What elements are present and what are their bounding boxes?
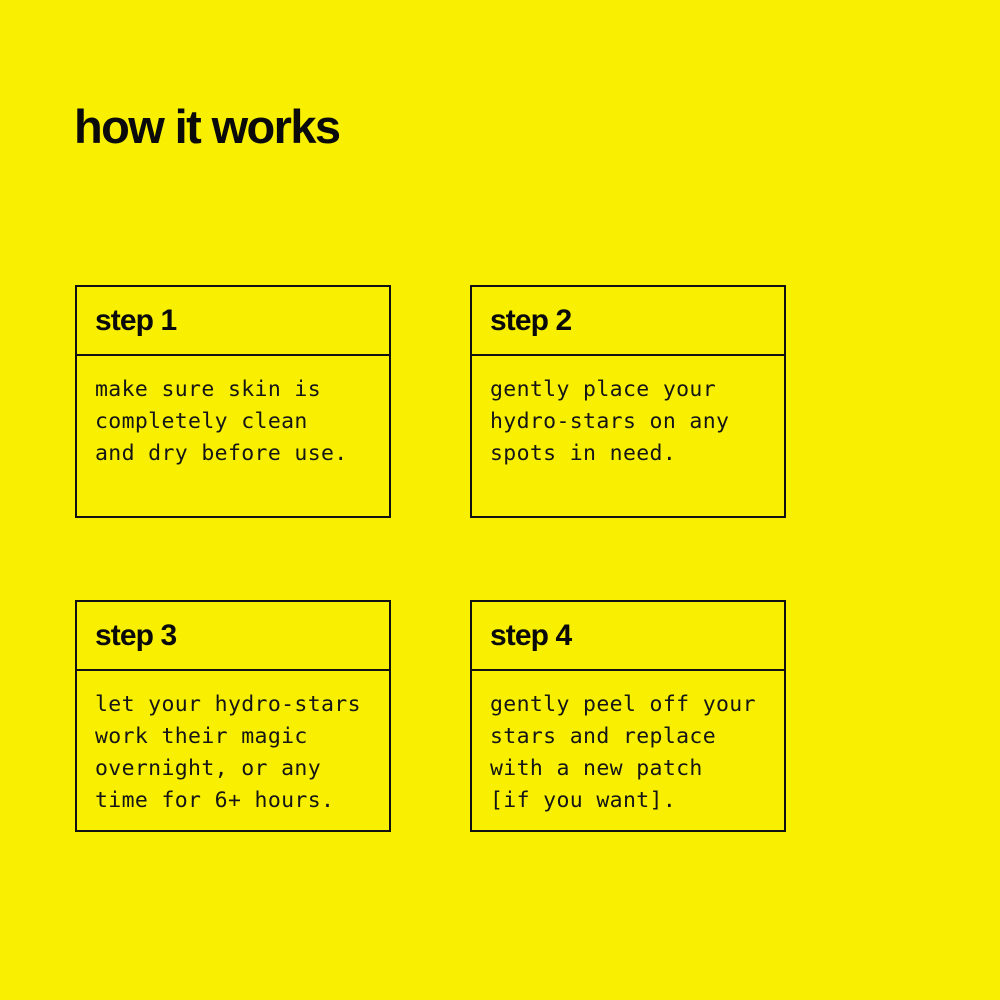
step-card-body-2: gently place your hydro-stars on any spo… — [472, 356, 784, 516]
step-card-text-2: gently place your hydro-stars on any spo… — [490, 377, 730, 466]
step-card-header-1: step 1 — [77, 287, 389, 356]
step-card-header-4: step 4 — [472, 602, 784, 671]
step-card-title-3: step 3 — [95, 618, 177, 652]
step-card-body-3: let your hydro-stars work their magic ov… — [77, 671, 389, 830]
step-card-body-1: make sure skin is completely clean and d… — [77, 356, 389, 516]
steps-grid: step 1 make sure skin is completely clea… — [75, 285, 787, 832]
step-card-title-4: step 4 — [490, 618, 572, 652]
step-card-header-2: step 2 — [472, 287, 784, 356]
step-card-text-4: gently peel off your stars and replace w… — [490, 692, 756, 813]
step-card-title-1: step 1 — [95, 303, 177, 337]
step-card-1: step 1 make sure skin is completely clea… — [75, 285, 391, 518]
step-card-text-3: let your hydro-stars work their magic ov… — [95, 692, 361, 813]
step-card-2: step 2 gently place your hydro-stars on … — [470, 285, 786, 518]
step-card-4: step 4 gently peel off your stars and re… — [470, 600, 786, 832]
step-card-body-4: gently peel off your stars and replace w… — [472, 671, 784, 830]
page-title: how it works — [74, 100, 341, 153]
step-card-title-2: step 2 — [490, 303, 572, 337]
step-card-3: step 3 let your hydro-stars work their m… — [75, 600, 391, 832]
step-card-header-3: step 3 — [77, 602, 389, 671]
step-card-text-1: make sure skin is completely clean and d… — [95, 377, 348, 466]
